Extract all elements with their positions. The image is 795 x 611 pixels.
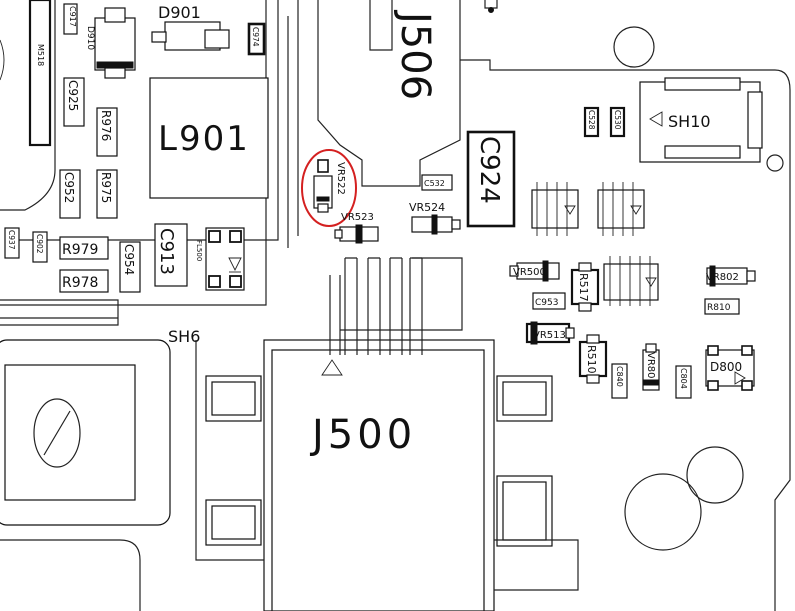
label-vr523: VR523: [341, 212, 374, 223]
r510-component: R510: [578, 334, 608, 384]
vr513-component: VR513: [525, 321, 575, 345]
label-l901: L901: [158, 119, 250, 159]
highlight-circle: [301, 149, 357, 227]
r810-component: R810: [704, 298, 740, 315]
j506-component: J506: [317, 0, 461, 187]
sh6-component: SH6: [0, 327, 200, 611]
label-vr513: VR513: [533, 330, 566, 341]
label-r510: R510: [585, 345, 598, 374]
label-r517: R517: [577, 273, 590, 302]
vr524-component: VR524: [409, 201, 461, 235]
label-c913: C913: [156, 228, 177, 275]
board-outline-right: [460, 59, 791, 611]
label-c917: C917: [68, 6, 77, 27]
label-c804: C804: [679, 368, 688, 389]
m518-component: M518: [0, 0, 52, 147]
c954-component: C954: [119, 241, 141, 293]
label-d910: D910: [85, 26, 95, 50]
c937-component: C937: [4, 227, 20, 259]
c924-component: C924: [466, 130, 516, 228]
r517-component: R517: [570, 262, 600, 312]
label-sh10: SH10: [668, 112, 711, 131]
c902-component: C902: [32, 231, 48, 263]
r979-component: R979: [59, 236, 109, 260]
c804-component: C804: [675, 365, 692, 399]
r978-component: R978: [59, 269, 109, 293]
mounting-hole-right: [766, 154, 784, 172]
label-vr802: VR802: [706, 272, 739, 283]
label-d800: D800: [710, 360, 742, 374]
label-c952: C952: [62, 172, 76, 203]
label-c530: C530: [613, 110, 622, 130]
c952-component: C952: [59, 169, 81, 219]
resistor-array-2: [597, 182, 645, 236]
label-r976: R976: [99, 110, 113, 141]
label-c924: C924: [474, 136, 504, 204]
label-r979: R979: [62, 242, 98, 258]
mounting-hole-top: [613, 26, 655, 68]
d901-component: D901: [151, 3, 230, 51]
d910-component: D910: [85, 7, 136, 79]
sh10-component: SH10: [639, 77, 763, 163]
vr523-component: VR523: [334, 212, 379, 244]
label-vr801: VR801: [645, 352, 656, 385]
j500-component: J500: [195, 257, 579, 611]
label-r975: R975: [99, 172, 113, 203]
vr500-component: VR500: [509, 260, 560, 282]
c530-component: C530: [609, 106, 626, 138]
mounting-hole-large: [624, 473, 702, 551]
c974-component: C974: [247, 22, 266, 56]
label-j500: J500: [309, 412, 416, 458]
resistor-array-1: [531, 182, 579, 236]
vr802-component: VR802: [706, 265, 756, 287]
d800-component: D800: [705, 345, 755, 391]
c925-component: C925: [63, 77, 85, 127]
fl500-component: FL500: [195, 227, 245, 291]
c917-component: C917: [63, 3, 78, 35]
c532-component: C532: [421, 174, 453, 191]
label-c937: C937: [7, 230, 16, 250]
label-c925: C925: [66, 80, 80, 111]
label-vr524: VR524: [409, 201, 445, 214]
vr801-component: VR801: [642, 343, 660, 391]
label-sh6: SH6: [168, 327, 200, 346]
label-vr522: VR522: [335, 162, 346, 195]
r975-component: R975: [96, 169, 118, 219]
label-c532: C532: [424, 179, 445, 188]
board-outline-left: [0, 0, 56, 211]
label-vr500: VR500: [513, 267, 546, 278]
label-c902: C902: [35, 234, 44, 254]
l901-component: L901: [149, 77, 269, 199]
mounting-hole-medium: [686, 446, 744, 504]
label-c974: C974: [251, 27, 260, 47]
label-fl500: FL500: [195, 240, 203, 261]
label-m518: M518: [36, 44, 45, 66]
label-d901: D901: [158, 3, 201, 22]
label-r810: R810: [707, 303, 731, 313]
c528-component: C528: [583, 106, 600, 138]
c953-component: C953: [532, 292, 566, 310]
vr522-component: VR522: [301, 149, 357, 227]
label-c528: C528: [587, 110, 596, 130]
label-c840: C840: [615, 366, 624, 387]
label-j506: J506: [392, 9, 438, 100]
resistor-array-3: [603, 256, 659, 306]
c840-component: C840: [611, 363, 628, 399]
r976-component: R976: [96, 107, 118, 157]
label-c953: C953: [535, 298, 558, 308]
label-r978: R978: [62, 275, 98, 291]
c913-component: C913: [154, 223, 188, 287]
label-c954: C954: [122, 244, 136, 275]
